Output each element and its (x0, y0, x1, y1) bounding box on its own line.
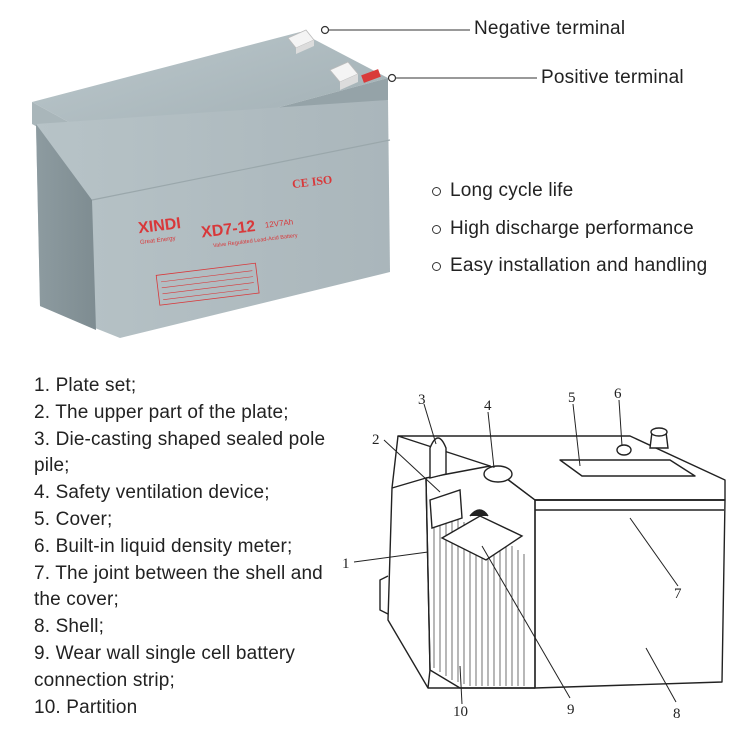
diagram-number-8: 8 (673, 706, 681, 722)
model-number: XD7-12 (200, 218, 256, 241)
shell-cut-edge (387, 435, 535, 689)
brand-logo: XINDI (137, 215, 181, 237)
circle-bullet-icon (432, 187, 441, 196)
cell-cutaway (425, 465, 536, 689)
circle-bullet-icon (432, 262, 441, 271)
safety-vent (483, 465, 513, 483)
certification-marks: CE ISO (291, 172, 333, 191)
shell-front (534, 499, 726, 689)
battery-product-photo: XINDI Great Energy XD7-12 12V7Ah Valve R… (32, 25, 420, 338)
diagram-number-10: 10 (453, 704, 468, 720)
positive-callout-dot (387, 73, 397, 83)
part-item: 6. Built-in liquid density meter; (34, 535, 293, 557)
parts-list: 1. Plate set; 2. The upper part of the p… (34, 373, 334, 721)
warning-box (155, 262, 260, 306)
diagram-number-1: 1 (342, 556, 350, 572)
diagram-leader-lines (353, 399, 679, 705)
feature-item: Long cycle life (432, 178, 707, 216)
diagram-number-7: 7 (674, 586, 682, 602)
part-item: 1. Plate set; (34, 375, 137, 396)
positive-terminal-label: Positive terminal (541, 67, 684, 88)
diagram-number-2: 2 (372, 432, 380, 448)
plate-upper-part (429, 489, 463, 529)
part-item: 7. The joint between the shell and the c… (34, 562, 323, 611)
feature-item: Easy installation and handling (432, 253, 707, 291)
circle-bullet-icon (432, 224, 441, 234)
positive-terminal (329, 61, 359, 90)
feature-list: Long cycle life High discharge performan… (432, 178, 707, 291)
feature-text: Long cycle life (450, 180, 574, 201)
rating-text: 12V7Ah (264, 217, 293, 229)
part-item: 5. Cover; (34, 508, 113, 530)
feature-text: High discharge performance (450, 217, 694, 239)
battery-body-end (36, 124, 96, 330)
diagram-number-6: 6 (614, 386, 622, 402)
negative-terminal (287, 29, 315, 54)
diagram-number-5: 5 (568, 390, 576, 406)
negative-terminal-label: Negative terminal (474, 18, 626, 39)
density-meter (616, 444, 632, 456)
positive-marker (361, 69, 381, 83)
cover-top (397, 435, 726, 501)
part-item: 3. Die-casting shaped sealed pole pile; (34, 428, 326, 477)
diagram-number-9: 9 (567, 702, 575, 718)
part-item: 8. Shell; (34, 616, 105, 638)
feature-item: High discharge performance (432, 216, 707, 254)
feature-text: Easy installation and handling (450, 255, 708, 276)
terminal-knob (650, 427, 668, 437)
negative-callout-dot (320, 25, 330, 35)
battery-body-front (36, 100, 390, 338)
callout-leader-lines (420, 29, 537, 79)
connection-strip (440, 515, 524, 561)
pole-pile (429, 437, 447, 479)
diagram-number-3: 3 (418, 392, 426, 408)
part-item: 4. Safety ventilation device; (34, 482, 270, 504)
battery-cutaway-diagram: 1 2 3 4 5 6 7 8 9 10 (342, 386, 726, 722)
part-item: 10. Partition (34, 696, 138, 718)
brand-tagline: Great Energy (140, 236, 176, 246)
cover-plate (559, 459, 696, 477)
part-item: 2. The upper part of the plate; (34, 401, 289, 423)
part-item: 9. Wear wall single cell battery connect… (34, 642, 296, 691)
diagram-number-4: 4 (484, 398, 492, 414)
